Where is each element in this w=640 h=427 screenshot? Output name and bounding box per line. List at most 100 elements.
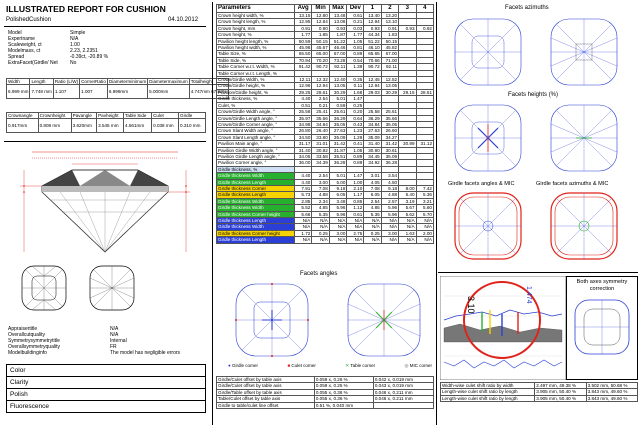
param-value: 33.58 [311, 152, 330, 161]
legend-table-corner: ✕ Table corner [345, 363, 375, 369]
param-value: 12.94 [311, 82, 330, 90]
parameters-table: Parameters Avg Min Max Dev 1 2 3 4 Crown… [216, 4, 435, 244]
param-value [415, 43, 435, 52]
dim-value: 5.000mm [147, 84, 190, 100]
assess-value: FR [110, 344, 117, 350]
shift-label: Length-wise culet shift ratio by length [439, 394, 536, 403]
param-value: N/A [311, 223, 330, 231]
params-col-header: Parameters [216, 4, 295, 13]
param-value: 28.61 [415, 88, 435, 97]
offset-label: Girdle to table/culet line offset [216, 401, 315, 410]
diamond-profile-diagram [20, 151, 190, 253]
info-label: Modelmass, ct [8, 48, 41, 54]
dim-header: Ratio (L/W) [52, 77, 81, 86]
param-value [415, 152, 435, 161]
info-label: Scaleweight, ct [8, 42, 42, 48]
girdle-angles-title: Girdle facets angles & MIC [448, 181, 515, 187]
cushion-top-view-left [21, 265, 67, 311]
param-value: 33.80 [311, 133, 330, 142]
facets-heights-crown-diagram [454, 104, 522, 172]
param-value: 28.61 [311, 88, 330, 97]
params-row: Table Corner w.r.t. Length, % [216, 69, 435, 78]
param-value: 70.20 [311, 56, 330, 65]
param-value: 12.32 [311, 76, 330, 84]
section-divider [4, 141, 206, 142]
param-value: 5.35 [311, 210, 330, 219]
param-name: Girdle thickness Length [216, 236, 295, 244]
param-value [415, 50, 435, 58]
legend-cross-icon: ✕ [345, 363, 350, 368]
params-col-header: Min [311, 4, 330, 13]
shift-v2: 3.843 mm, 49.60 % [585, 394, 639, 403]
param-value [415, 56, 435, 65]
info-label: Model [8, 30, 22, 36]
info-value: 2.23, 2.2351 [70, 48, 98, 54]
info-value: -0.39ct, -20.89 % [70, 54, 109, 60]
offset-v1: 0.51 %, 0.040 mm [313, 401, 374, 410]
params-col-header: 4 [415, 4, 435, 13]
girdle-azimuths-title: Girdle facets azimuths & MIC [536, 181, 609, 187]
legend-label: Culet corner [291, 363, 316, 368]
facets-angles-title: Facets angles [300, 271, 338, 277]
param-value: N/A [293, 236, 313, 244]
facets-heights-title: Facets heights (%) [508, 92, 559, 98]
assess-label: Symmetrysymmetrytitle [8, 338, 60, 344]
param-value: N/A [363, 236, 382, 244]
param-value: 1.85 [311, 31, 330, 39]
param-value: 2.34 [311, 197, 330, 206]
params-col-header: 3 [398, 4, 417, 13]
param-value: 90.72 [311, 63, 330, 71]
legend-dot-icon: ● [228, 363, 231, 368]
param-value: N/A [415, 236, 435, 244]
params-col-header: Avg [293, 4, 313, 13]
legend-label: MIC corner [409, 363, 432, 368]
facets-angles-crown-diagram [235, 283, 309, 357]
param-value: 0.21 [311, 101, 330, 110]
param-value: 5.36 [415, 191, 435, 199]
circle-value-left: 3.10 [466, 296, 476, 314]
assess-row: Modelbuildinginfo The model has negligibl… [8, 350, 204, 356]
info-row: Spread-0.39ct, -20.89 % [8, 54, 148, 60]
param-value [415, 165, 435, 174]
dim-value: 7.748 mm [29, 84, 54, 100]
assess-label: Modelbuildinginfo [8, 350, 47, 356]
param-value: 2.54 [311, 172, 330, 180]
dimensions-table-2: Crownangle Crownheight Pavangle Pavheigh… [6, 111, 206, 134]
assess-value: The model has negligible errors [110, 350, 181, 356]
dim-header: Length [29, 77, 54, 86]
legend-label: Table corner [350, 363, 376, 368]
info-label: ExtraFacet(Girdle/ Net [8, 60, 58, 66]
param-value: 65.00 [311, 50, 330, 58]
cushion-top-view-right [89, 265, 135, 311]
assess-label: Overallsymmetryquality [8, 344, 60, 350]
dim-value: 0.808 mm [37, 118, 72, 134]
dim-header: Girdle [178, 111, 206, 120]
offset-v2: 0.046 x, 0.211 mm [372, 388, 435, 397]
param-value: 34.84 [311, 120, 330, 129]
param-value [415, 127, 435, 135]
facets-legend: ● Girdle corner ■ Culet corner ✕ Table c… [228, 363, 432, 369]
dim-header: Diameterminimum [106, 77, 149, 86]
param-value [415, 31, 435, 39]
facets-azimuths-title: Facets azimuths [505, 5, 549, 11]
param-value: N/A [380, 236, 400, 244]
legend-label: Girdle corner [231, 363, 258, 368]
param-value [311, 165, 330, 174]
report-subtitle: PolishedCushion [6, 17, 52, 23]
girdle-angles-diagram [454, 192, 522, 260]
